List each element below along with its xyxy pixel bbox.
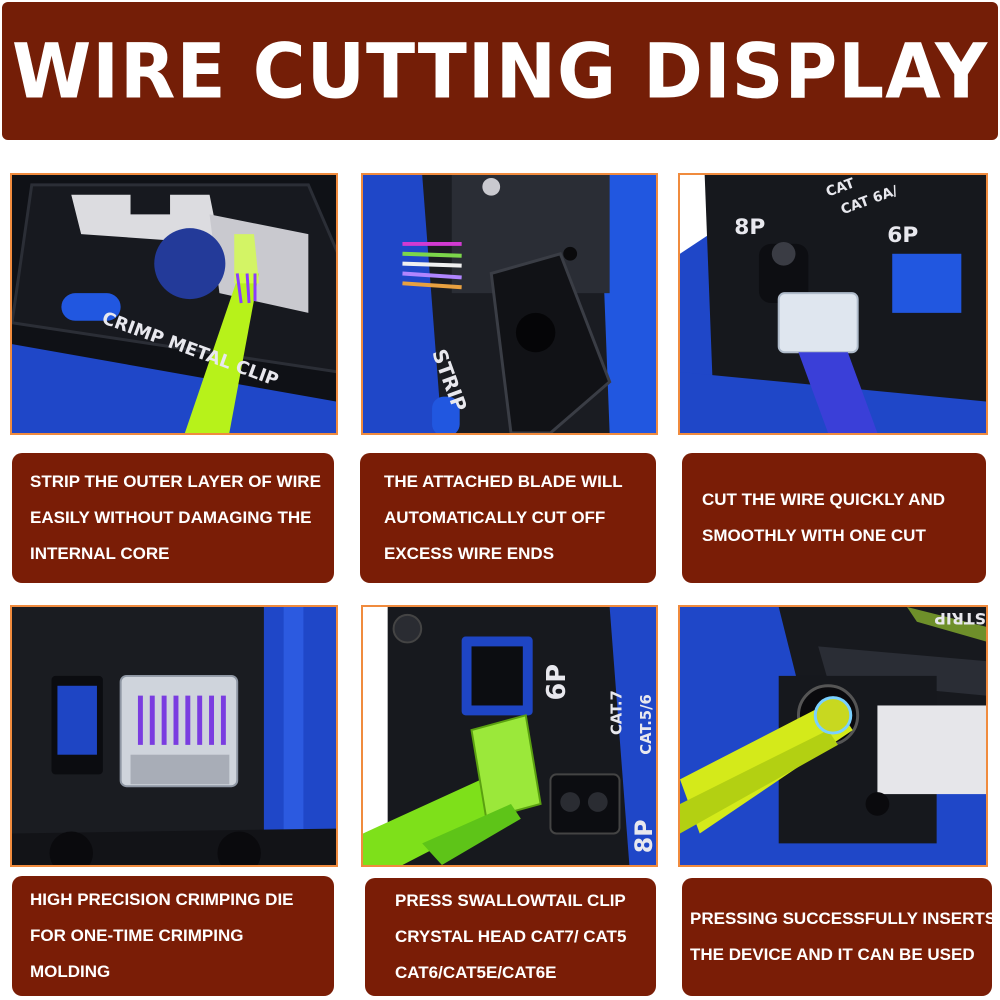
caption-crimping-die: HIGH PRECISION CRIMPING DIE FOR ONE-TIME… bbox=[12, 876, 334, 996]
caption-line: STRIP THE OUTER LAYER OF WIRE bbox=[30, 472, 321, 491]
caption-line: THE DEVICE AND IT CAN BE USED bbox=[690, 945, 975, 964]
caption-line: MOLDING bbox=[30, 962, 111, 981]
caption-line: FOR ONE-TIME CRIMPING bbox=[30, 926, 244, 945]
caption-line: PRESSING SUCCESSFULLY INSERTS bbox=[690, 909, 997, 928]
caption-line: PRESS SWALLOWTAIL CLIP bbox=[395, 891, 626, 910]
title-banner: WIRE CUTTING DISPLAY bbox=[2, 2, 998, 140]
photo-strip-outer-layer: CRIMP METAL CLIP bbox=[10, 173, 338, 435]
photo-attached-blade: STRIP bbox=[361, 173, 658, 435]
caption-line: CUT THE WIRE QUICKLY AND bbox=[702, 490, 946, 509]
tool-label-6p: 6P bbox=[887, 223, 918, 248]
tool-label-strip: STRIP bbox=[934, 609, 986, 628]
photo-swallowtail-clip: 6P CAT.7 CAT.5/6 8P bbox=[361, 605, 658, 867]
caption-line: AUTOMATICALLY CUT OFF bbox=[384, 508, 606, 527]
caption-line: THE ATTACHED BLADE WILL bbox=[384, 472, 623, 491]
photo-crimping-die bbox=[10, 605, 338, 867]
caption-line: INTERNAL CORE bbox=[30, 544, 170, 563]
caption-swallowtail-clip: PRESS SWALLOWTAIL CLIP CRYSTAL HEAD CAT7… bbox=[365, 878, 656, 996]
caption-line: EASILY WITHOUT DAMAGING THE bbox=[30, 508, 312, 527]
tool-label-6p: 6P bbox=[542, 664, 572, 701]
caption-line: SMOOTHLY WITH ONE CUT bbox=[702, 526, 926, 545]
caption-line: EXCESS WIRE ENDS bbox=[384, 544, 555, 563]
caption-line: CAT6/CAT5E/CAT6E bbox=[395, 963, 557, 982]
caption-line: CRYSTAL HEAD CAT7/ CAT5 bbox=[395, 927, 627, 946]
photo-cut-wire: 8P 6P CAT CAT 6A/ bbox=[678, 173, 988, 435]
caption-strip-outer-layer: STRIP THE OUTER LAYER OF WIRE EASILY WIT… bbox=[12, 453, 334, 583]
photo-successful-insert: STRIP bbox=[678, 605, 988, 867]
tool-label-cat5-6: CAT.5/6 bbox=[638, 694, 655, 754]
page-title: WIRE CUTTING DISPLAY bbox=[11, 26, 989, 116]
tool-label-8p: 8P bbox=[734, 215, 765, 240]
caption-successful-insert: PRESSING SUCCESSFULLY INSERTS THE DEVICE… bbox=[682, 878, 997, 996]
tool-label-8p: 8P bbox=[630, 819, 656, 853]
tool-label-cat7: CAT.7 bbox=[608, 690, 625, 735]
caption-attached-blade: THE ATTACHED BLADE WILL AUTOMATICALLY CU… bbox=[360, 453, 656, 583]
caption-cut-wire: CUT THE WIRE QUICKLY AND SMOOTHLY WITH O… bbox=[682, 453, 986, 583]
caption-line: HIGH PRECISION CRIMPING DIE bbox=[30, 890, 294, 909]
